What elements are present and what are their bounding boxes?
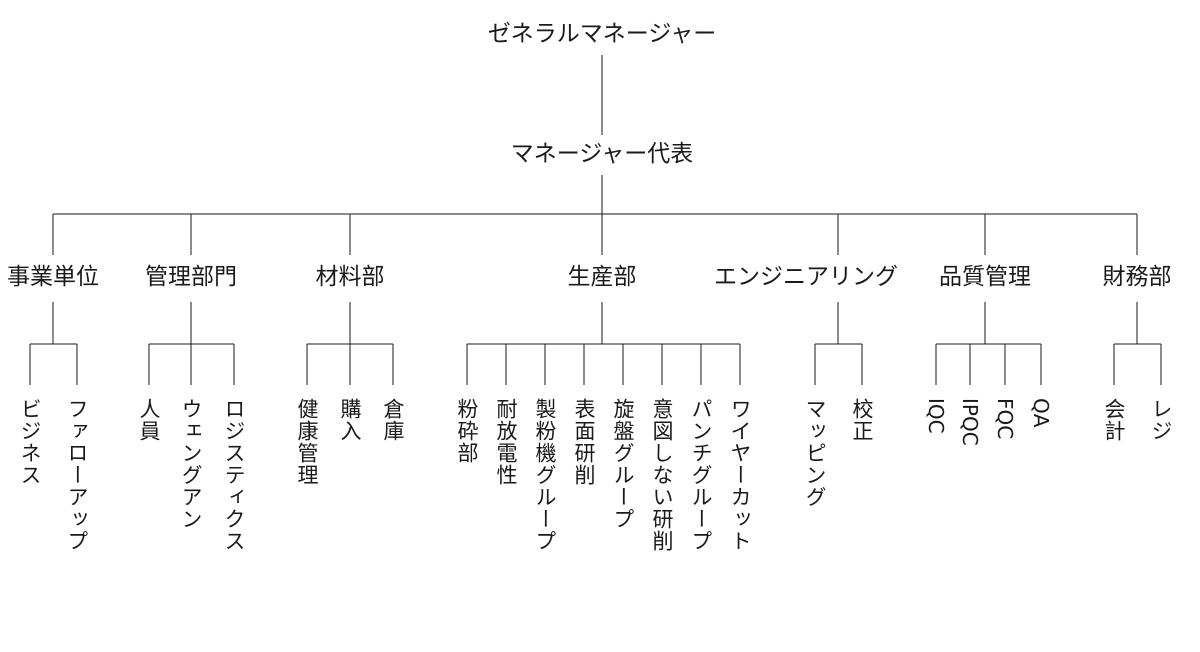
dept-materials: 材料部 — [315, 264, 385, 290]
unit-qa: QA — [1029, 398, 1053, 428]
unit-wengguan: ウェングアン — [179, 398, 203, 530]
unit-mill-group: 製粉機グループ — [533, 398, 557, 552]
unit-purchasing: 購入 — [338, 398, 362, 442]
unit-logistics: ロジスティクス — [222, 398, 246, 552]
dept-production: 生産部 — [567, 264, 637, 290]
unit-mapping: マッピング — [803, 398, 827, 508]
unit-surface-grinding: 表面研削 — [572, 398, 596, 486]
unit-health-management: 健康管理 — [295, 398, 319, 486]
unit-register: レジ — [1149, 398, 1173, 442]
unit-wire-cut: ワイヤーカット — [728, 398, 752, 552]
unit-personnel: 人員 — [137, 398, 161, 442]
node-manager-representative: マネージャー代表 — [510, 141, 694, 167]
dept-engineering: エンジニアリング — [714, 264, 898, 290]
unit-calibration: 校正 — [850, 398, 874, 442]
unit-punch-group: パンチグループ — [689, 398, 713, 552]
unit-accounting: 会計 — [1102, 398, 1126, 442]
unit-follow-up: ファローアップ — [65, 398, 89, 552]
node-general-manager: ゼネラルマネージャー — [487, 21, 717, 47]
unit-fqc: FQC — [993, 398, 1017, 440]
unit-discharge-resist: 耐放電性 — [494, 398, 518, 486]
unit-iqc: IQC — [924, 398, 948, 434]
unit-lathe-group: 旋盤グループ — [611, 398, 635, 530]
unit-ipqc: IPQC — [958, 398, 982, 446]
dept-administration: 管理部門 — [145, 264, 237, 290]
unit-business: ビジネス — [18, 398, 42, 486]
unit-grinding-dept: 粉砕部 — [455, 398, 479, 464]
dept-finance: 財務部 — [1102, 264, 1172, 290]
dept-business-unit: 事業単位 — [7, 264, 99, 290]
dept-quality-control: 品質管理 — [939, 264, 1031, 290]
unit-unintended-grinding: 意図しない研削 — [650, 398, 674, 552]
unit-warehouse: 倉庫 — [381, 398, 405, 442]
